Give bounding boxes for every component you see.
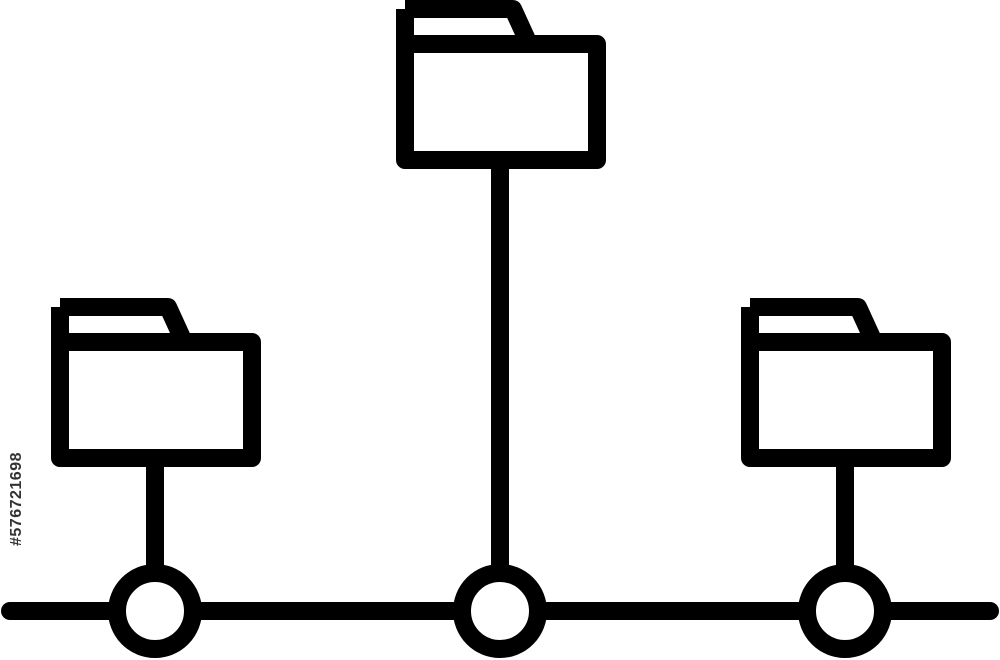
folder-right-icon [741, 298, 951, 467]
folder-left-icon [51, 298, 261, 467]
network-node-left [108, 564, 202, 658]
network-node-center [453, 564, 547, 658]
folder-center-icon [396, 0, 606, 169]
network-node-right [798, 564, 892, 658]
